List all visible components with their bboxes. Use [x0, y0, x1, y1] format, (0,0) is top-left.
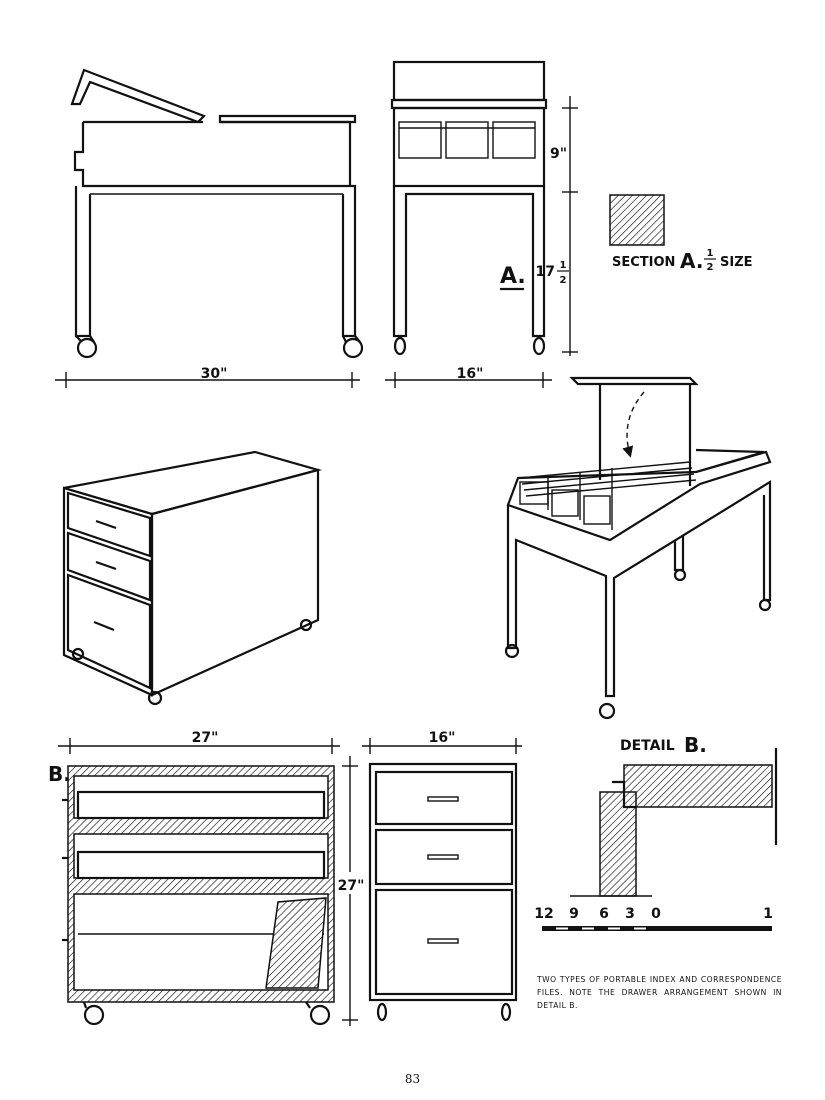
scale-bar-bar [542, 926, 772, 931]
section-b: B. 27" 27" [48, 730, 366, 1026]
cart-raised-lid [569, 376, 699, 386]
scale-tick-6: 6 [599, 906, 609, 922]
front-drawer-3-handle [427, 938, 459, 944]
drawer-middle [66, 531, 152, 602]
top-lid [218, 114, 357, 124]
section-a-caption-letter: A. [680, 249, 703, 273]
cart-casters [504, 568, 772, 720]
cabinet-perspective [62, 450, 323, 706]
detail-b-ledge [612, 780, 636, 809]
side-elevation-a: 30" [55, 68, 364, 388]
file-cart-perspective [504, 376, 772, 720]
scale-tick-9: 9 [569, 906, 579, 922]
front-drawer-1 [374, 770, 514, 826]
lid-swing-arrow [622, 391, 645, 458]
section-a-half-size: SECTION A. 1 2 SIZE [609, 194, 753, 273]
front-elevation-a: A. 16" 9" 17 1 2 [385, 60, 578, 388]
dim-cabinet-width: 27" [58, 730, 340, 754]
scale-tick-0: 0 [651, 906, 661, 922]
dim-front-width-label: 16" [457, 366, 484, 382]
front-drawer-1-handle [427, 796, 459, 802]
dim-lower-height-whole: 17 [536, 264, 555, 280]
front-casters [393, 336, 546, 356]
section-a-hatch [609, 194, 665, 246]
dim-side-width-label: 30" [201, 366, 228, 382]
scale-bar: 12 9 6 3 0 1 [534, 906, 773, 931]
cabinet-casters [71, 618, 313, 706]
dim-lower-height-num: 1 [560, 260, 567, 271]
file-compartments [398, 121, 536, 159]
dim-cabinet-front-width-label: 16" [429, 730, 456, 746]
drawer-section-middle [76, 850, 326, 880]
front-legs [392, 186, 546, 338]
detail-b-drawer-side [623, 764, 773, 808]
drawer-top [66, 491, 152, 558]
scale-tick-12: 12 [534, 906, 553, 922]
top-rim [390, 98, 548, 110]
section-b-marker: B. [48, 762, 71, 786]
page-number: 83 [404, 1072, 421, 1086]
open-lid [70, 68, 206, 124]
section-a-marker: A. [500, 264, 526, 289]
section-b-pulls [62, 798, 68, 942]
dim-heights: 9" 17 1 2 [536, 96, 578, 356]
figure-caption: TWO TYPES OF PORTABLE INDEX AND CORRESPO… [537, 975, 782, 1010]
section-a-caption-suffix: SIZE [720, 255, 753, 270]
scale-tick-1: 1 [763, 906, 773, 922]
detail-b-letter: B. [684, 733, 707, 757]
drawer-handles [93, 519, 117, 632]
detail-b-runner [599, 791, 637, 897]
front-drawer-3 [374, 888, 514, 996]
detail-b: DETAIL B. [570, 733, 778, 897]
file-folders [519, 461, 697, 530]
hanging-files [265, 897, 327, 989]
cabinet-side [150, 468, 320, 697]
cart-right-panel [695, 448, 765, 474]
dim-cabinet-front-width: 16" [362, 730, 522, 754]
dim-upper-height-label: 9" [550, 146, 567, 162]
caster-left [75, 335, 98, 359]
dim-side-width: 30" [55, 366, 360, 388]
cabinet-front-elevation: 16" [362, 730, 522, 1022]
detail-b-title: DETAIL [620, 738, 675, 754]
dim-front-width: 16" [385, 366, 552, 388]
front-drawer-2 [374, 828, 514, 886]
section-b-carcass [67, 765, 335, 1003]
drawer-section-top [76, 790, 326, 820]
dim-cabinet-height: 27" [336, 756, 366, 1026]
dim-cabinet-width-label: 27" [192, 730, 219, 746]
caster-right [342, 335, 364, 359]
scale-bar-segments [556, 927, 646, 930]
section-a-frac-num: 1 [707, 248, 714, 259]
section-a-caption-prefix: SECTION [612, 255, 675, 270]
front-drawer-2-handle [427, 854, 459, 860]
section-a-frac-den: 2 [707, 262, 714, 273]
legs [74, 184, 357, 338]
dim-lower-height-den: 2 [560, 275, 567, 286]
section-b-casters [82, 1001, 331, 1026]
cabinet-front [62, 486, 154, 697]
front-casters [376, 1002, 512, 1022]
dim-cabinet-height-label: 27" [338, 878, 365, 894]
lid-edges [598, 384, 692, 486]
body-outline [73, 120, 352, 188]
upper-box [392, 106, 546, 188]
raised-lid-front [392, 60, 546, 102]
scale-tick-3: 3 [625, 906, 635, 922]
drawer-bottom [66, 573, 152, 690]
cart-legs [506, 480, 772, 698]
cabinet-front-outline [368, 762, 518, 1002]
